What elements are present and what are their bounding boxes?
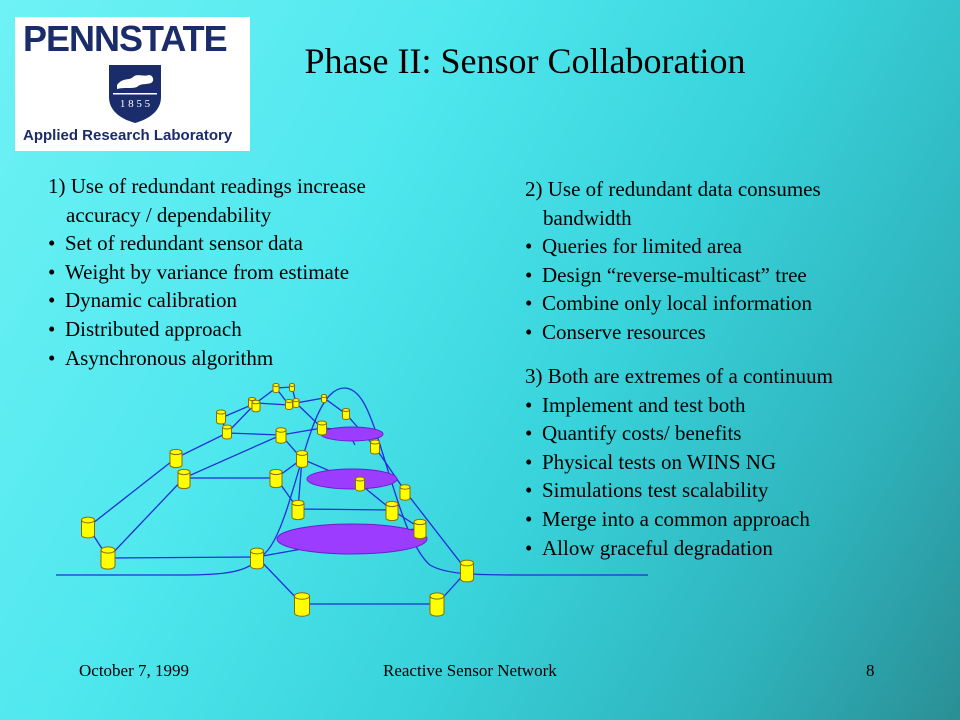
sensor-node-icon [169, 448, 183, 469]
list-item: Merge into a common approach [525, 505, 945, 534]
sensor-node-icon [272, 383, 280, 393]
section2-lead: 2) Use of redundant data consumes [525, 177, 821, 201]
sensor-node-icon [429, 592, 445, 617]
sensor-node-icon [342, 407, 350, 421]
logo-year: 1 8 5 5 [120, 98, 151, 110]
sensor-node-icon [321, 394, 327, 403]
section-redundant-data: 2) Use of redundant data consumes bandwi… [525, 175, 945, 347]
section1-lead: 1) Use of redundant readings increase [48, 174, 366, 198]
coverage-ellipse [306, 468, 398, 490]
list-item: Simulations test scalability [525, 476, 945, 505]
sensor-node-icon [100, 546, 116, 570]
section2-heading: 2) Use of redundant data consumes bandwi… [525, 175, 945, 232]
sensor-node-icon [355, 476, 365, 492]
sensor-node-icon [216, 409, 226, 425]
page-number: 8 [866, 661, 875, 680]
slide-title: Phase II: Sensor Collaboration [304, 41, 746, 81]
list-item: Allow graceful degradation [525, 534, 945, 563]
list-item: Physical tests on WINS NG [525, 448, 945, 477]
list-item: Design “reverse-multicast” tree [525, 261, 945, 290]
section2-lead-cont: bandwidth [543, 205, 632, 230]
sensor-node-icon [285, 398, 293, 411]
footer-date: October 7, 1999 [79, 661, 190, 680]
coverage-ellipses [276, 426, 428, 555]
footer-title: Reactive Sensor Network [383, 661, 557, 680]
logo-caption: Applied Research Laboratory [23, 127, 233, 144]
sensor-node-icon [81, 516, 95, 539]
list-item: Asynchronous algorithm [48, 344, 448, 373]
sensor-node-icon [269, 468, 283, 489]
list-item: Dynamic calibration [48, 286, 448, 315]
sensor-nodes [81, 383, 474, 617]
list-item: Queries for limited area [525, 232, 945, 261]
sensor-node-icon [291, 499, 305, 521]
sensor-node-icon [250, 547, 264, 570]
sensor-node-icon [251, 399, 261, 413]
sensor-node-icon [317, 420, 327, 436]
sensor-node-icon [296, 450, 308, 468]
list-item: Conserve resources [525, 318, 945, 347]
list-item: Weight by variance from estimate [48, 258, 448, 287]
logo-wordmark: PENNSTATE [23, 18, 228, 59]
sensor-node-icon [222, 424, 232, 440]
section1-heading: 1) Use of redundant readings increase ac… [48, 172, 448, 229]
list-item: Quantify costs/ benefits [525, 419, 945, 448]
gaussian-curve [56, 387, 648, 576]
sensor-node-icon [177, 468, 191, 490]
coverage-ellipse [276, 523, 428, 555]
sensor-node-icon [289, 383, 295, 392]
sensor-node-icon [460, 559, 474, 583]
penn-state-arl-logo: PENNSTATE 1 8 5 5 Applied Research Labor… [15, 17, 250, 151]
penn-state-shield-icon: 1 8 5 5 [109, 65, 161, 123]
section-continuum: 3) Both are extremes of a continuum Impl… [525, 362, 945, 562]
sensor-node-icon [275, 427, 287, 444]
sensor-node-icon [385, 500, 399, 522]
coverage-ellipse [320, 426, 384, 442]
sensor-node-icon [399, 484, 411, 501]
section1-lead-cont: accuracy / dependability [66, 202, 272, 227]
sensor-node-icon [292, 398, 300, 408]
sensor-node-icon [370, 439, 380, 455]
list-item: Combine only local information [525, 289, 945, 318]
section3-lead: 3) Both are extremes of a continuum [525, 364, 833, 388]
sensor-node-icon [413, 518, 427, 540]
list-item: Implement and test both [525, 391, 945, 420]
list-item: Distributed approach [48, 315, 448, 344]
sensor-node-icon [294, 592, 310, 617]
section-redundant-readings: 1) Use of redundant readings increase ac… [48, 172, 448, 372]
list-item: Set of redundant sensor data [48, 229, 448, 258]
